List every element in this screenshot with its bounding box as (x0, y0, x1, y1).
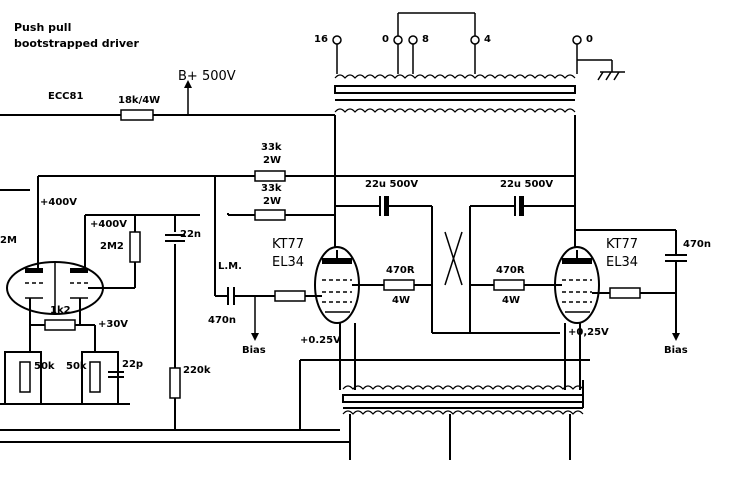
tap-0a-label: 0 (382, 34, 389, 45)
r33k-top-label: 33k (261, 142, 282, 153)
v400-right-label: +400V (90, 219, 127, 230)
r220k-label: 220k (183, 365, 211, 376)
r470-left-label: 470R (386, 265, 415, 276)
bplus-feed (0, 80, 335, 121)
b-plus-label: B+ 500V (178, 69, 236, 84)
r33k-bot-label: 33k (261, 183, 282, 194)
r33k-top-watt-label: 2W (263, 155, 281, 166)
bias-right-label: Bias (664, 345, 688, 356)
left-tube-type-b: EL34 (272, 255, 304, 270)
left-output-tube (314, 246, 432, 390)
r50k-b-label: 50k (66, 361, 87, 372)
left-tube-type-a: KT77 (272, 237, 304, 252)
diagram-title-line2: bootstrapped driver (14, 37, 139, 50)
v025-left-label: +0.25V (300, 335, 341, 346)
r470-left-watt-label: 4W (392, 295, 410, 306)
c22p-label: 22p (122, 359, 144, 370)
bootstrap-cap-left-label: 22u 500V (365, 179, 419, 190)
secondary-taps (332, 12, 625, 81)
v30-label: +30V (98, 319, 129, 330)
v400-left-label: +400V (40, 197, 77, 208)
cathode-transformer (299, 360, 584, 460)
tap-16-label: 16 (314, 34, 328, 45)
r470-right-watt-label: 4W (502, 295, 520, 306)
tap-0b-label: 0 (586, 34, 593, 45)
c470n-left-label: 470n (208, 315, 236, 326)
tap-4-label: 4 (484, 34, 491, 45)
v025-right-label: +0,25V (568, 327, 609, 338)
right-tube-type-a: KT77 (606, 237, 638, 252)
ecc81-label: ECC81 (48, 91, 84, 102)
r1k2-label: 1k2 (50, 305, 71, 316)
bootstrap-network (215, 170, 575, 334)
right-tube-type-b: EL34 (606, 255, 638, 270)
r2m-partial-label: 2M (0, 235, 17, 246)
right-output-tube (470, 246, 676, 390)
r2m2-label: 2M2 (100, 241, 124, 252)
c22n-label: 22n (180, 229, 202, 240)
bootstrap-cap-right-label: 22u 500V (500, 179, 554, 190)
diagram-title-line1: Push pull (14, 21, 72, 34)
r470-right-label: 470R (496, 265, 525, 276)
anode-feed-resistor-label: 18k/4W (118, 95, 161, 106)
c470n-right-label: 470n (683, 239, 711, 250)
driver-tube (0, 175, 350, 443)
left-input-coupling (215, 287, 322, 341)
tap-8-label: 8 (422, 34, 429, 45)
bias-left-label: Bias (242, 345, 266, 356)
output-transformer (334, 74, 576, 113)
r33k-bot-watt-label: 2W (263, 196, 281, 207)
right-bias-network (575, 229, 687, 341)
r50k-a-label: 50k (34, 361, 55, 372)
lm-label: L.M. (218, 261, 242, 272)
